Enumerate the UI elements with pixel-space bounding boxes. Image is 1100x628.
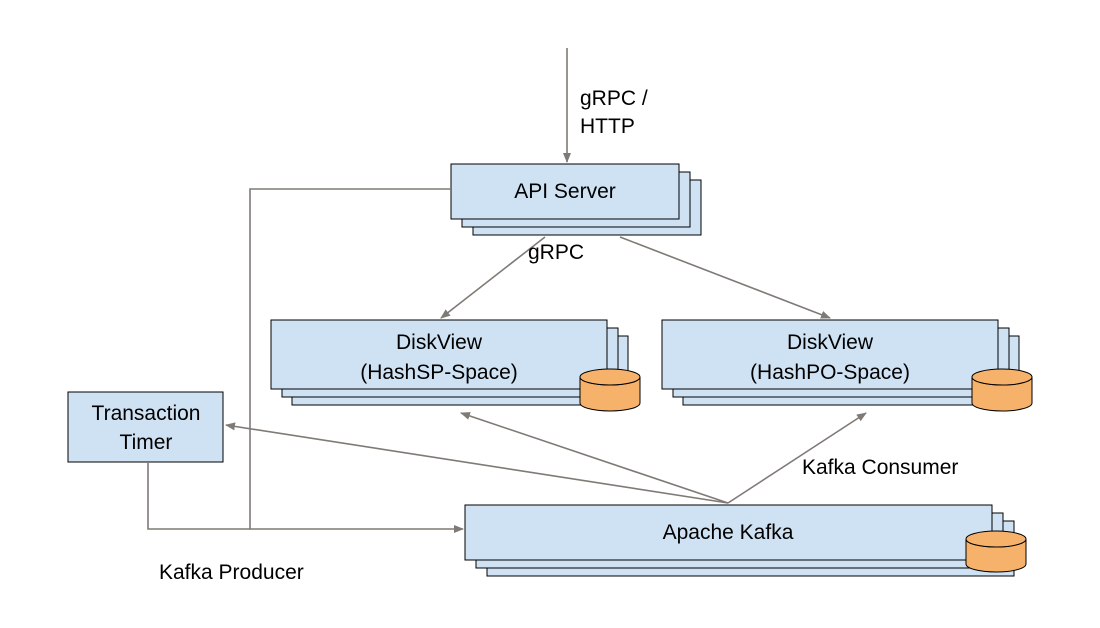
edge-api-to-diskview-sp bbox=[440, 236, 546, 319]
apache-kafka-node[interactable]: Apache Kafka bbox=[464, 504, 1027, 577]
diskview-po-title: DiskView bbox=[787, 331, 874, 354]
edge-kafka-to-diskview-sp bbox=[460, 412, 729, 504]
grpc-label: gRPC bbox=[528, 241, 584, 264]
edge-api-to-kafka bbox=[249, 188, 464, 533]
apache-kafka-label: Apache Kafka bbox=[663, 521, 794, 544]
api-server-label: API Server bbox=[514, 180, 616, 203]
diskview-po-node[interactable]: DiskView (HashPO-Space) bbox=[661, 319, 1033, 412]
storage-cylinder-icon bbox=[965, 530, 1027, 573]
transaction-timer-line1: Transaction bbox=[92, 402, 201, 425]
diskview-sp-subtitle: (HashSP-Space) bbox=[360, 361, 518, 384]
diskview-sp-node[interactable]: DiskView (HashSP-Space) bbox=[270, 319, 641, 412]
diskview-sp-title: DiskView bbox=[396, 331, 483, 354]
edge-timer-to-kafka bbox=[147, 463, 250, 530]
edge-api-to-diskview-po bbox=[619, 236, 831, 319]
transaction-timer-line2: Timer bbox=[120, 431, 173, 454]
transaction-timer-node[interactable]: Transaction Timer bbox=[67, 391, 224, 463]
kafka-consumer-label: Kafka Consumer bbox=[802, 456, 958, 479]
grpc-http-label-line1: gRPC / bbox=[580, 87, 648, 110]
edge-kafka-to-timer bbox=[225, 422, 729, 504]
storage-cylinder-icon bbox=[579, 368, 641, 412]
kafka-producer-label: Kafka Producer bbox=[159, 561, 304, 584]
storage-cylinder-icon bbox=[971, 368, 1033, 412]
diskview-po-subtitle: (HashPO-Space) bbox=[750, 361, 910, 384]
api-server-node[interactable]: API Server bbox=[450, 163, 702, 236]
edge-kafka-to-diskview-po bbox=[727, 412, 867, 504]
grpc-http-label-line2: HTTP bbox=[580, 115, 635, 138]
